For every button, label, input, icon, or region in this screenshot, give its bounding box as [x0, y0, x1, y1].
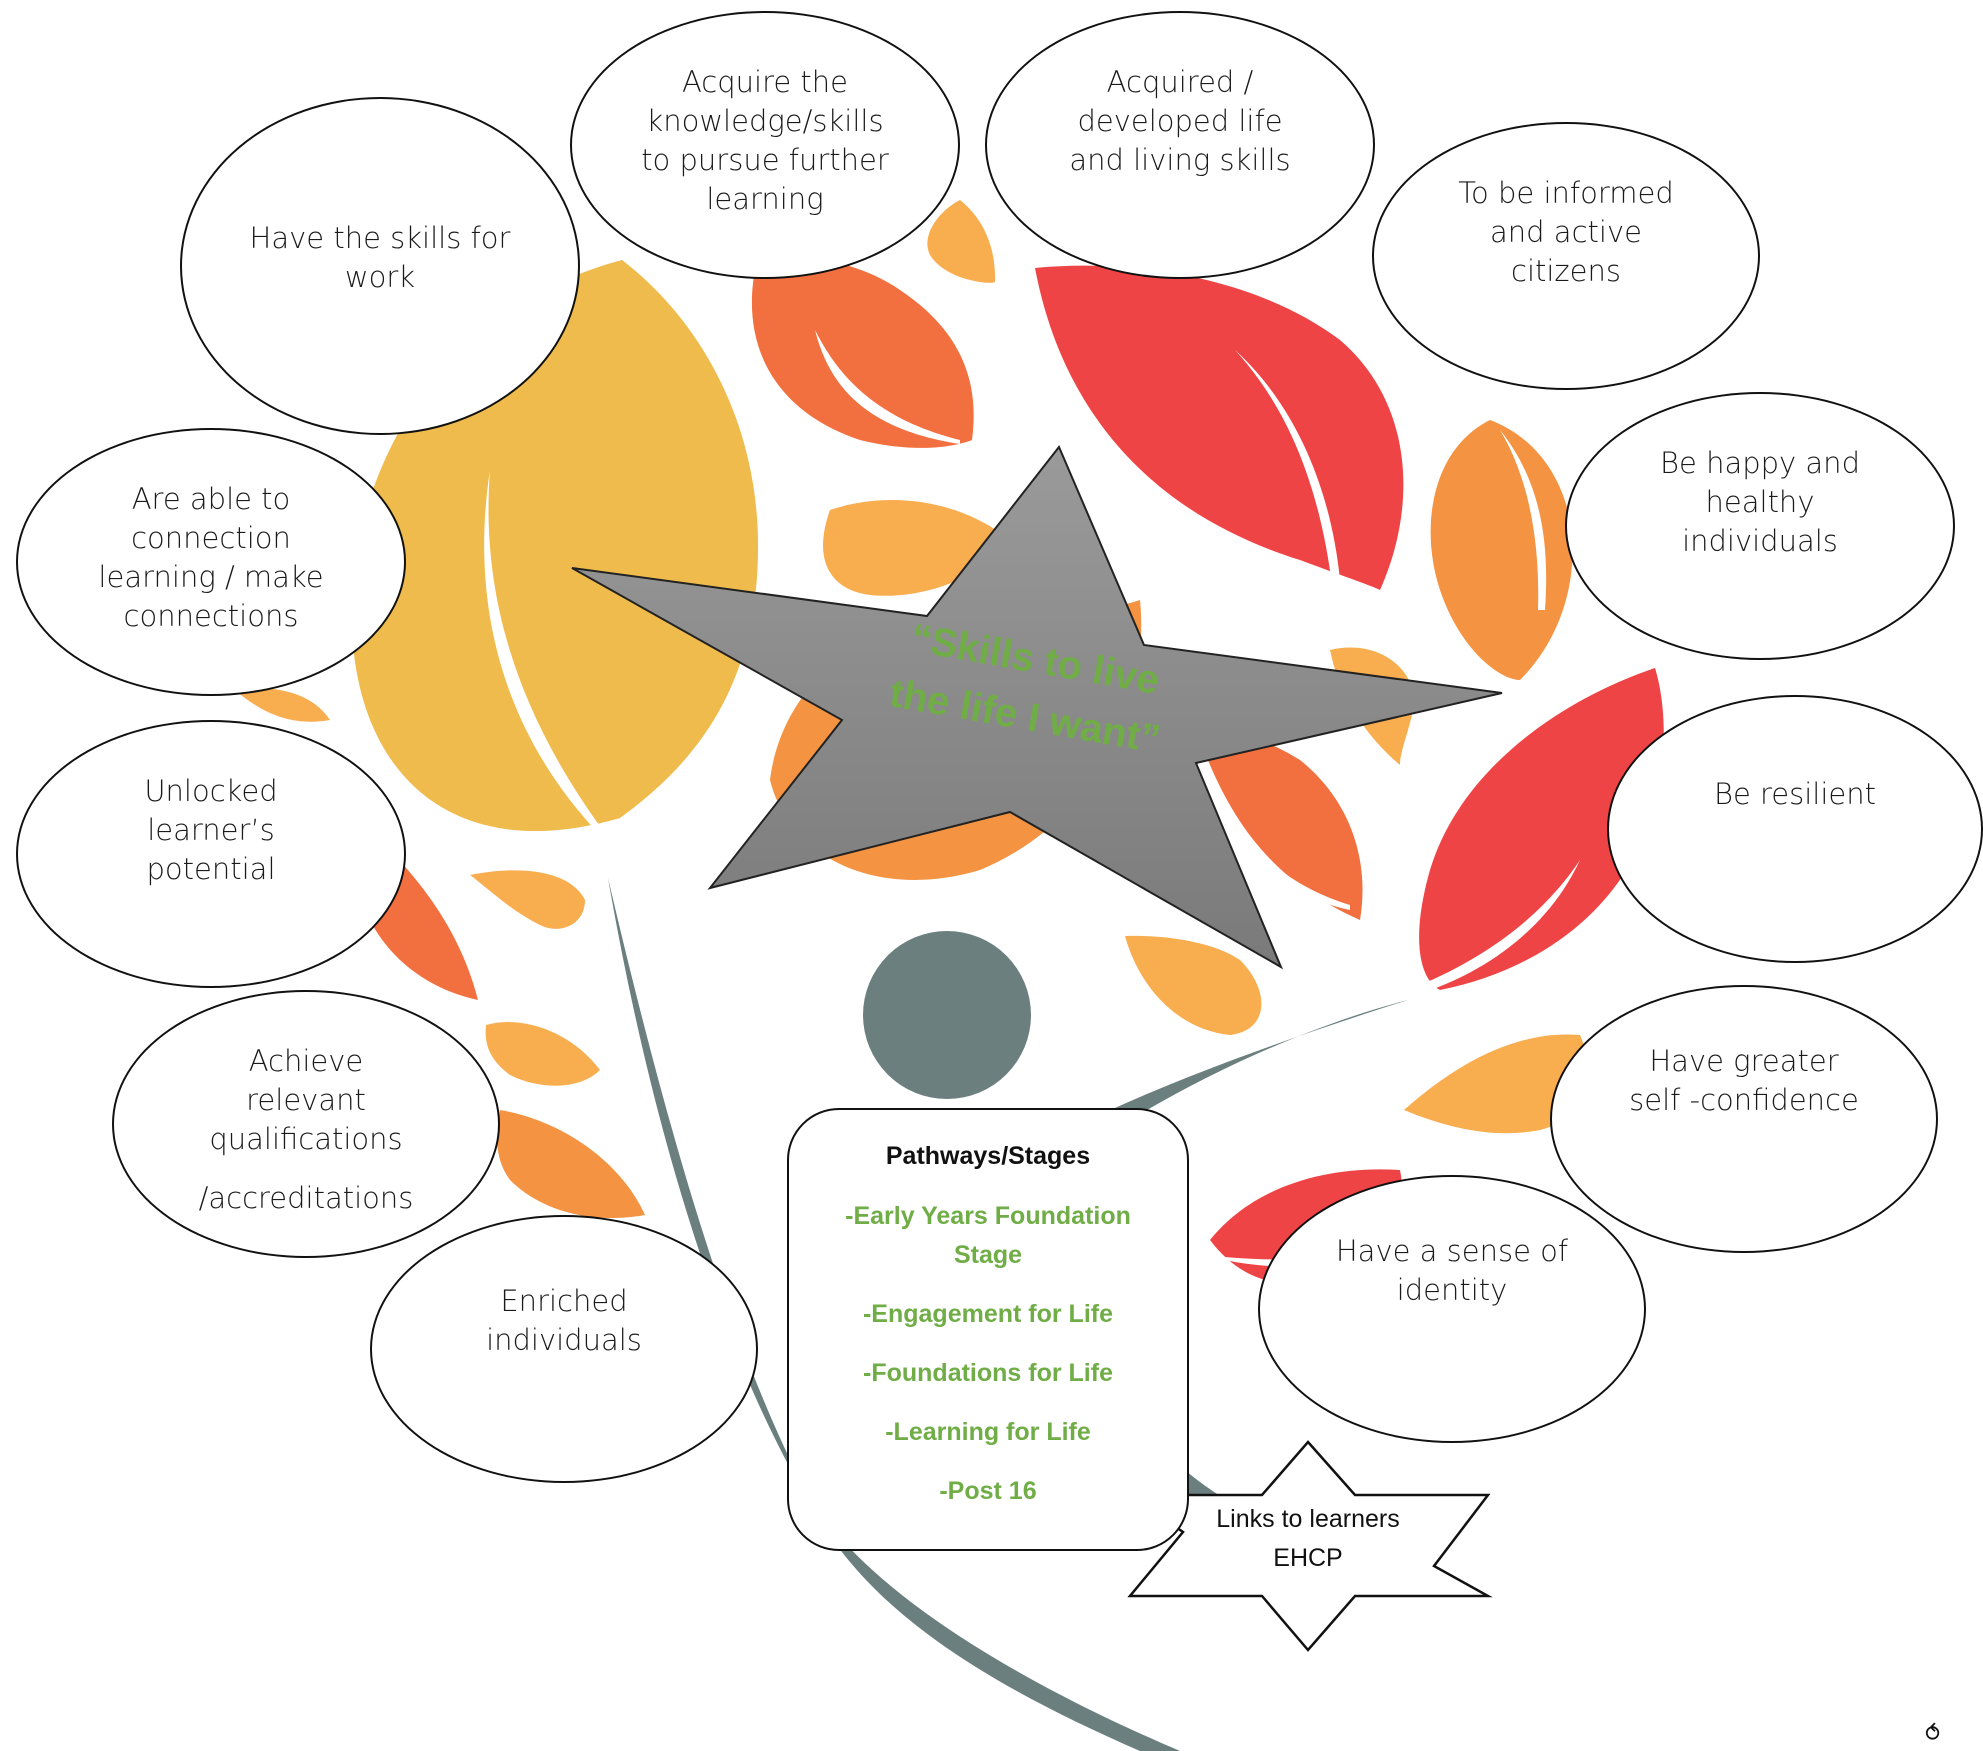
outcome-bubble-citizens: To be informed and active citizens [1372, 122, 1760, 390]
figure-head [863, 931, 1031, 1099]
drop-left-3 [235, 688, 330, 722]
light-leaf-right-low [1404, 1034, 1588, 1134]
central-star [571, 445, 1503, 970]
outcome-bubble-life-skills: Acquired / developed life and living skill… [985, 11, 1375, 279]
outcome-line: connection [131, 521, 291, 555]
drop-top [927, 200, 996, 283]
pathways-list: -Early Years Foundation Stage -Engagement… [789, 1197, 1187, 1511]
outcome-line: citizens [1511, 254, 1621, 288]
outcome-line: knowledge/skills [646, 104, 884, 138]
outcome-line: Acquired / [1106, 65, 1254, 99]
outcome-bubble-happy-healthy: Be happy and healthy individuals [1565, 392, 1955, 660]
circled-arrow-icon: ⥀ [1925, 1722, 1941, 1747]
red-leaf-right-vein [1420, 860, 1580, 992]
drop-left-2 [485, 1022, 600, 1086]
drop-left-1 [470, 870, 585, 929]
pathway-item: -Early Years Foundation Stage [845, 1202, 1131, 1269]
outcome-line: To be informed [1458, 176, 1674, 210]
outcome-bubble-enriched: Enriched individuals [370, 1215, 758, 1483]
outcome-line: potential [146, 852, 276, 886]
pathway-item: -Engagement for Life [862, 1300, 1113, 1328]
outcome-line: developed life [1077, 104, 1283, 138]
outcome-line: Unlocked [144, 774, 278, 808]
outcome-line: relevant [246, 1083, 366, 1117]
outcome-bubble-qualifications: Achieve relevant qualifications/accreditat… [112, 990, 500, 1258]
outcome-bubble-connections: Are able to connection learning / make conn… [16, 428, 406, 696]
outcome-bubble-further-learning: Acquire the knowledge/skills to pursue fur… [570, 11, 960, 279]
outcome-line: individuals [1682, 524, 1838, 558]
red-leaf-top-vein [1235, 350, 1340, 585]
pathway-item: -Post 16 [939, 1477, 1037, 1505]
outcome-line: Enriched [500, 1284, 628, 1318]
pathways-box: Pathways/Stages -Early Years Foundation … [787, 1108, 1189, 1551]
orange-leaf-top [751, 258, 974, 448]
outcome-line: learning [706, 182, 824, 216]
outcome-line: Are able to [131, 482, 291, 516]
outcome-line: /accreditations [198, 1181, 414, 1215]
orange-leaf-left-low [497, 1110, 645, 1219]
orange-leaf-star-right [1200, 735, 1363, 920]
outcome-line: and living skills [1069, 143, 1291, 177]
outcome-line: Acquire the [681, 65, 849, 99]
outcome-bubble-potential: Unlocked learner’s potential [16, 720, 406, 988]
outcome-line: Achieve [248, 1044, 364, 1078]
outcome-line: qualifications [209, 1122, 403, 1156]
pathway-item: -Foundations for Life [863, 1359, 1113, 1387]
links-star-line-1: Links to learners [1216, 1505, 1400, 1533]
outcome-line: work [344, 260, 416, 294]
links-star-line-2: EHCP [1273, 1544, 1343, 1572]
outcome-line: Be happy and [1660, 446, 1860, 480]
red-leaf-right [1419, 668, 1664, 990]
links-star-text: Links to learners EHCP [1168, 1500, 1448, 1578]
outcome-line: individuals [486, 1323, 642, 1357]
outcome-line: identity [1396, 1273, 1508, 1307]
outcome-bubble-resilient: Be resilient [1607, 695, 1983, 963]
outcome-line: healthy [1705, 485, 1815, 519]
orange-leaf-right-vein [1500, 430, 1547, 610]
outcome-line: connections [123, 599, 299, 633]
outcome-line: Have the skills for [249, 221, 511, 255]
pathway-item: -Learning for Life [885, 1418, 1091, 1446]
outcome-bubble-self-confidence: Have greater self -confidence [1550, 985, 1938, 1253]
yellow-leaf-vein [484, 470, 610, 840]
outcome-line: to pursue further [641, 143, 889, 177]
outcome-line: learning / make [98, 560, 324, 594]
outcome-line: Have greater [1649, 1044, 1839, 1078]
drop-below-star [1125, 935, 1262, 1035]
outcome-line: learner’s [147, 813, 275, 847]
orange-leaf-top-vein [815, 330, 960, 444]
orange-leaf-right [1430, 420, 1573, 680]
red-leaf-top [1035, 265, 1404, 590]
outcome-line: and active [1490, 215, 1642, 249]
outcome-bubble-work: Have the skills for work [180, 97, 580, 435]
outcome-bubble-identity: Have a sense of identity [1258, 1175, 1646, 1443]
outcome-line: Be resilient [1713, 777, 1877, 811]
pathways-title: Pathways/Stages [885, 1142, 1091, 1170]
outcome-line: self -confidence [1629, 1083, 1859, 1117]
outcome-line: Have a sense of [1335, 1234, 1569, 1268]
